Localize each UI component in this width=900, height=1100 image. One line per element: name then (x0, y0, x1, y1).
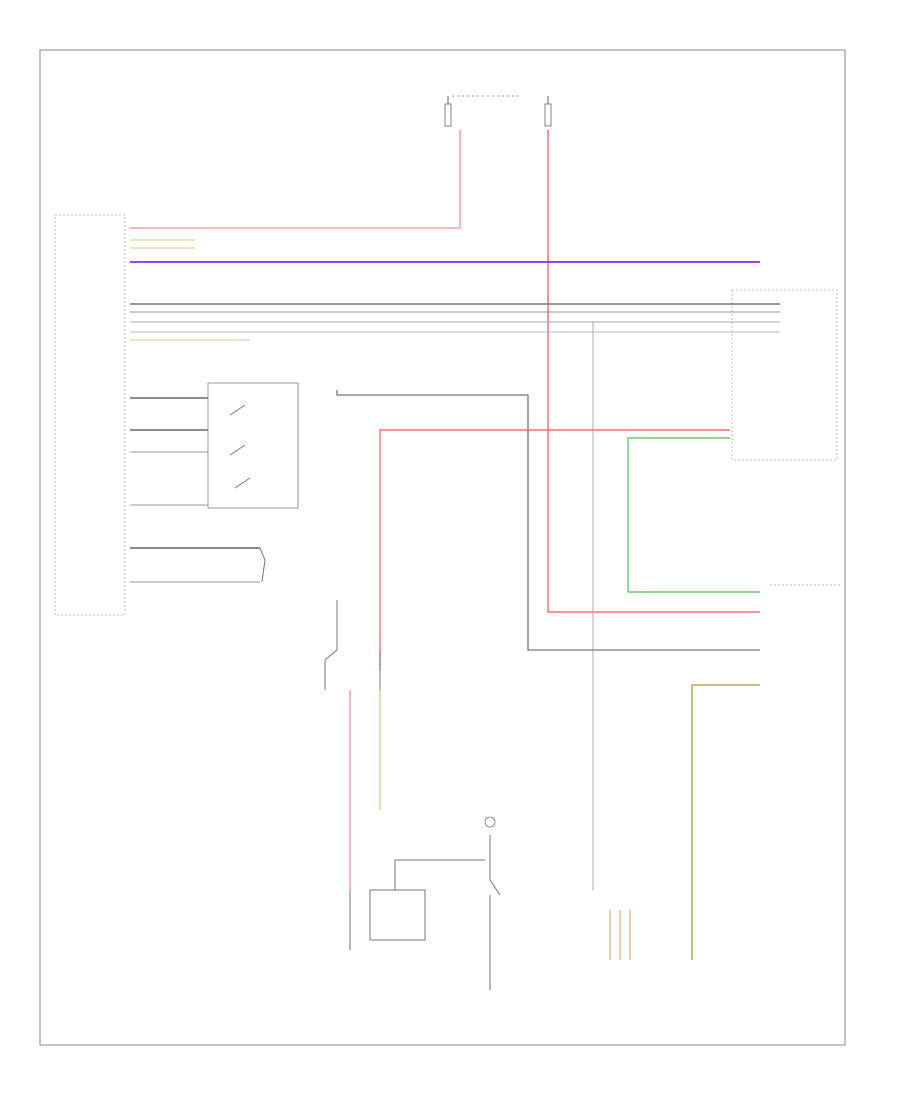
ground-symbol-top (484, 816, 496, 828)
connector-bottom-right (609, 910, 631, 960)
wire-diode-column (489, 835, 501, 990)
right-module-upper (731, 289, 838, 461)
solenoid-box (369, 889, 426, 941)
lower-switch (259, 547, 266, 583)
fuse-right (544, 96, 552, 127)
switch-block (207, 382, 299, 509)
wire-power-1 (130, 130, 461, 229)
wire-grey-2 (336, 390, 760, 651)
wire-power-2 (547, 130, 760, 613)
wire-green (627, 437, 760, 593)
control-module-box (54, 214, 126, 616)
relay-switch-left (324, 600, 338, 690)
fuse-left (444, 95, 520, 127)
switch-contacts (229, 404, 251, 489)
diagram-frame (39, 49, 846, 1046)
wire-solenoid (394, 859, 485, 890)
wire-yellow-right (691, 684, 760, 960)
wire-power-3 (379, 429, 730, 670)
